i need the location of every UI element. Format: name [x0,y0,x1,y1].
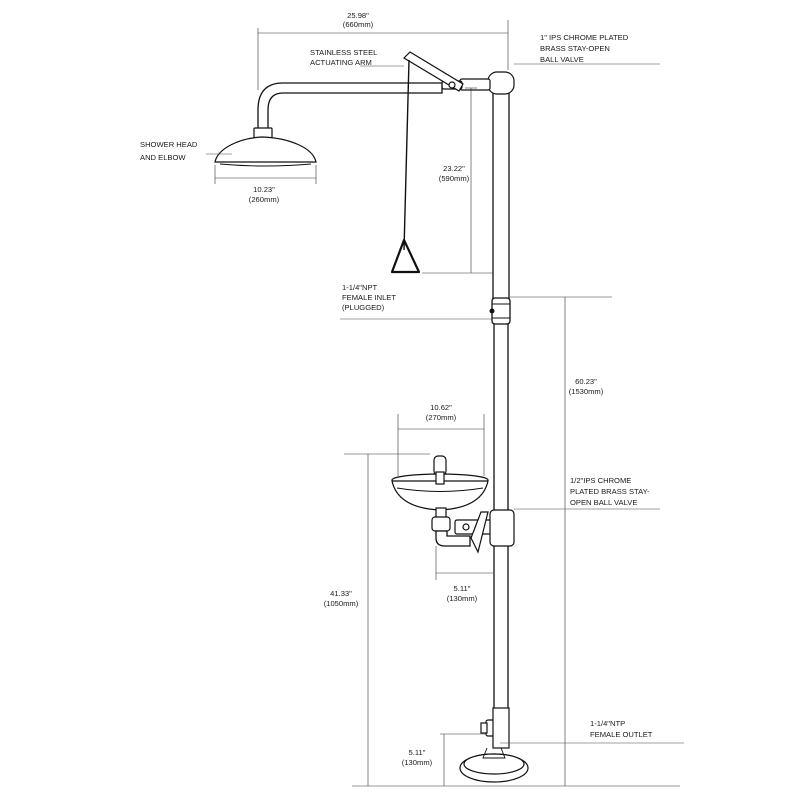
outlet-label-2: FEMALE OUTLET [590,730,653,739]
inlet-label-3: (PLUGGED) [342,303,385,312]
top-valve-label-1: 1" IPS CHROME PLATED [540,33,629,42]
eyewash-valve [431,509,515,554]
top-valve-label-2: BRASS STAY-OPEN [540,44,610,53]
overall-width-mm: (660mm) [343,20,374,29]
callout-labels: STAINLESS STEEL ACTUATING ARM 1" IPS CHR… [140,33,653,739]
outlet-label-1: 1-1/4"NTP [590,719,625,728]
overall-width-in: 25.98" [347,11,369,20]
inlet-height-mm: (1530mm) [569,387,604,396]
actuating-arm-label-1: STAINLESS STEEL [310,48,377,57]
bowl-height-mm: (1050mm) [324,599,359,608]
foot-base [459,707,529,783]
inlet-height-in: 60.23" [575,377,597,386]
bowl-height-in: 41.33" [330,589,352,598]
eyewash-bowl [391,455,489,523]
inlet-label-1: 1-1/4"NPT [342,283,378,292]
bowl-offset-mm: (130mm) [447,594,478,603]
top-valve-label-3: BALL VALVE [540,55,584,64]
bowl-offset-in: 5.11" [454,584,471,593]
shower-head-label-2: AND ELBOW [140,153,186,162]
eyewash-valve-label-3: OPEN BALL VALVE [570,498,637,507]
bowl-dia-mm: (270mm) [426,413,457,422]
shower-head-label-1: SHOWER HEAD [140,140,198,149]
outlet-height-mm: (130mm) [402,758,433,767]
main-pipe [489,89,511,713]
leader-lines [206,63,684,744]
dimension-lines [214,20,680,787]
eyewash-valve-label-2: PLATED BRASS STAY- [570,487,650,496]
shower-head-dia-in: 10.23" [253,185,275,194]
dimension-labels: 25.98" (660mm) 10.23" (260mm) 23.22" (59… [249,11,604,767]
eyewash-valve-label-1: 1/2"IPS CHROME [570,476,631,485]
actuating-arm-label-2: ACTUATING ARM [310,58,372,67]
shower-head [214,136,317,167]
actuating-arm [390,51,464,274]
outlet-height-in: 5.11" [409,748,426,757]
shower-head-dia-mm: (260mm) [249,195,280,204]
arm-to-inlet-mm: (590mm) [439,174,470,183]
equipment [214,51,529,783]
inlet-label-2: FEMALE INLET [342,293,396,302]
arm-to-inlet-in: 23.22" [443,164,465,173]
shower-arm [253,82,443,139]
bowl-dia-in: 10.62" [430,403,452,412]
